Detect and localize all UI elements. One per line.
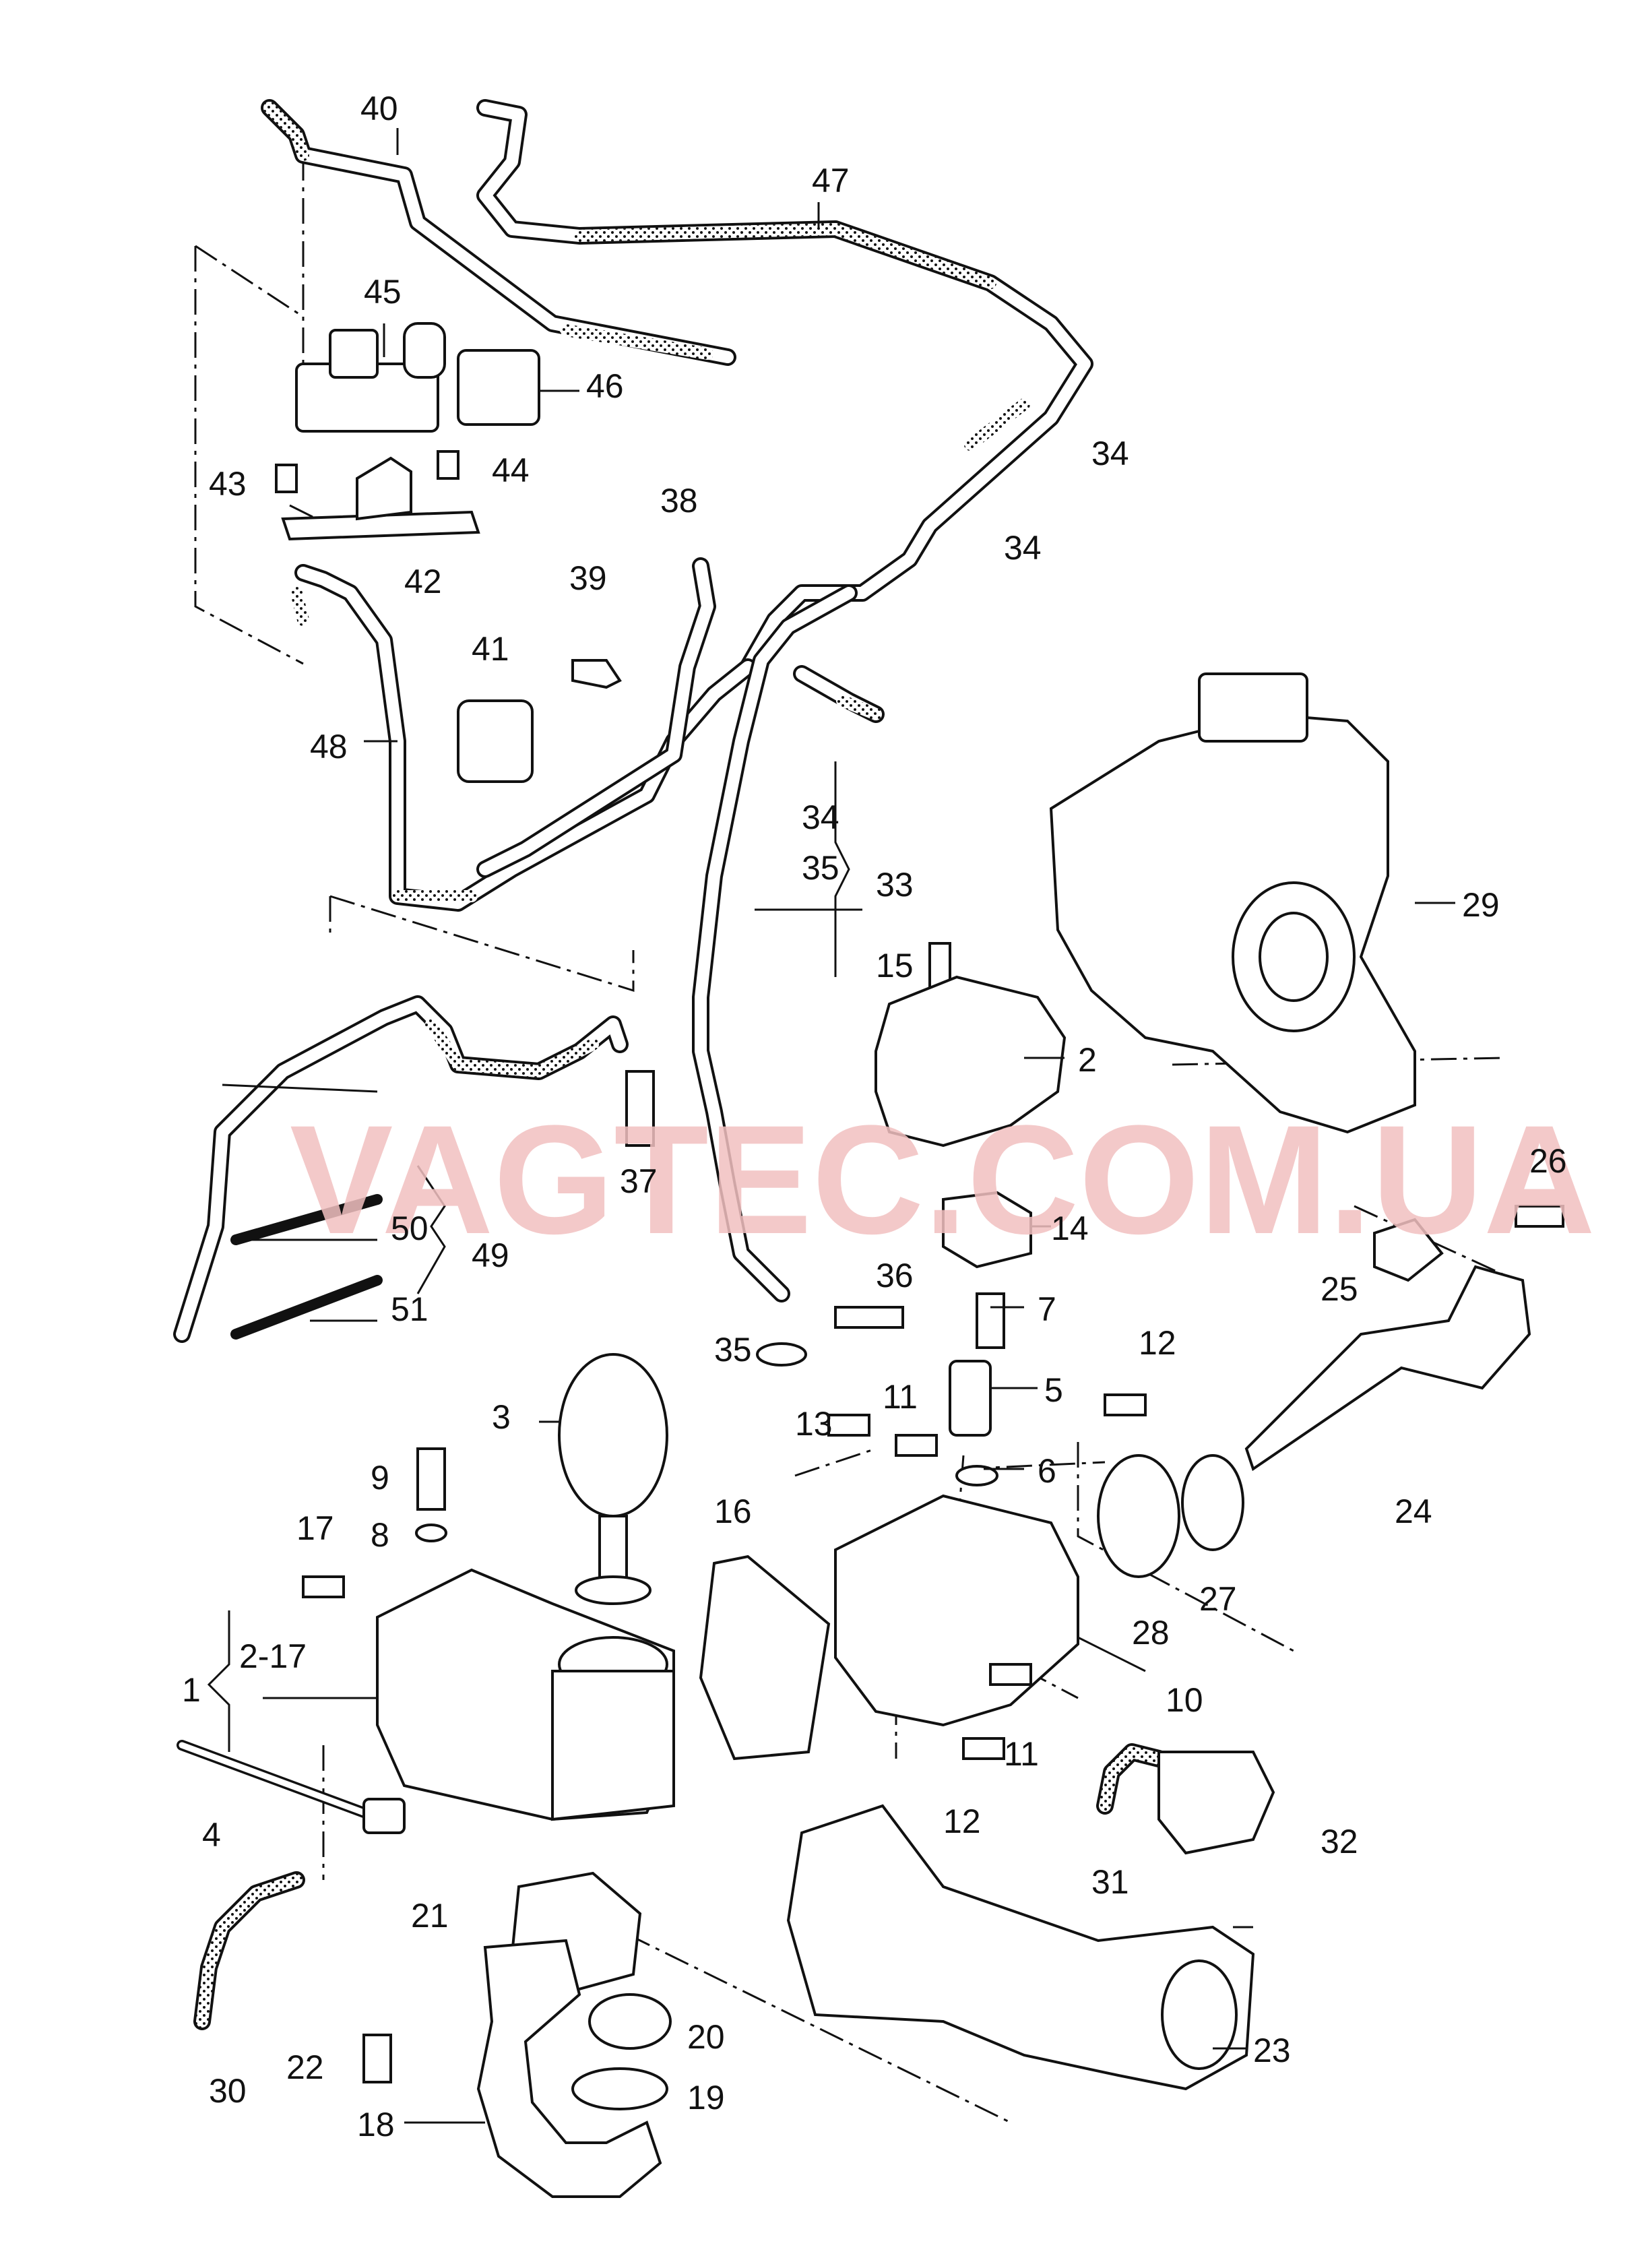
callout-34-group: 34 [802,798,839,836]
callout-41: 41 [472,630,509,668]
callout-15: 15 [876,947,914,984]
callout-50: 50 [391,1210,428,1247]
callout-31: 31 [1091,1863,1129,1901]
callout-8: 8 [371,1516,389,1554]
callout-32: 32 [1321,1823,1358,1860]
callout-35: 35 [714,1331,752,1369]
callout-34-upper: 34 [1091,435,1129,472]
callout-12-lower: 12 [943,1802,981,1840]
callout-47: 47 [812,162,850,199]
callout-13: 13 [795,1405,833,1443]
callout-19: 19 [687,2079,725,2116]
callout-numbers: 40 47 45 46 34 43 44 34 38 42 39 41 48 3… [182,90,1567,2143]
callout-23: 23 [1253,2032,1291,2069]
callout-49: 49 [472,1236,509,1274]
vacuum-hoses [173,99,1168,2030]
leader-lines [222,128,1455,2124]
callout-11-upper: 11 [883,1378,918,1416]
callout-42: 42 [404,563,442,600]
callout-51: 51 [391,1290,428,1328]
callout-46: 46 [586,367,624,405]
callout-35-group: 35 [802,849,839,887]
callout-7: 7 [1038,1290,1056,1328]
parts [177,322,1564,2198]
callout-2: 2 [1078,1041,1097,1079]
callout-48: 48 [310,728,348,765]
callout-5: 5 [1044,1371,1063,1409]
callout-45: 45 [364,273,402,311]
callout-3: 3 [492,1398,511,1436]
callout-27: 27 [1199,1580,1237,1618]
watermark: VAGTEC.COM.UA [290,1093,1595,1266]
callout-10: 10 [1166,1681,1203,1719]
callout-17: 17 [296,1509,334,1547]
callout-33: 33 [876,866,914,904]
callout-4: 4 [202,1816,221,1854]
callout-12-upper: 12 [1139,1324,1176,1362]
callout-26: 26 [1529,1142,1567,1180]
group-brackets [207,761,850,1752]
callout-11-lower: 11 [1004,1735,1039,1773]
callout-16: 16 [714,1493,752,1530]
callout-37: 37 [620,1162,658,1200]
callout-1: 1 [182,1671,201,1709]
callout-24: 24 [1395,1493,1432,1530]
callout-20: 20 [687,2018,725,2056]
callout-44: 44 [492,451,530,489]
callout-28: 28 [1132,1614,1170,1652]
callout-21: 21 [411,1897,449,1935]
callout-14: 14 [1051,1210,1089,1247]
callout-2-17: 2-17 [239,1637,307,1675]
callout-43: 43 [209,465,247,503]
callout-34-middle: 34 [1004,529,1042,567]
callout-25: 25 [1321,1270,1358,1308]
callout-22: 22 [286,2048,324,2086]
callout-29: 29 [1462,886,1500,924]
callout-40: 40 [360,90,398,127]
callout-36: 36 [876,1257,914,1294]
callout-38: 38 [660,482,698,520]
callout-9: 9 [371,1459,389,1497]
callout-30: 30 [209,2072,247,2110]
callout-6: 6 [1038,1452,1056,1490]
callout-18: 18 [357,2106,395,2143]
callout-39: 39 [569,559,607,597]
